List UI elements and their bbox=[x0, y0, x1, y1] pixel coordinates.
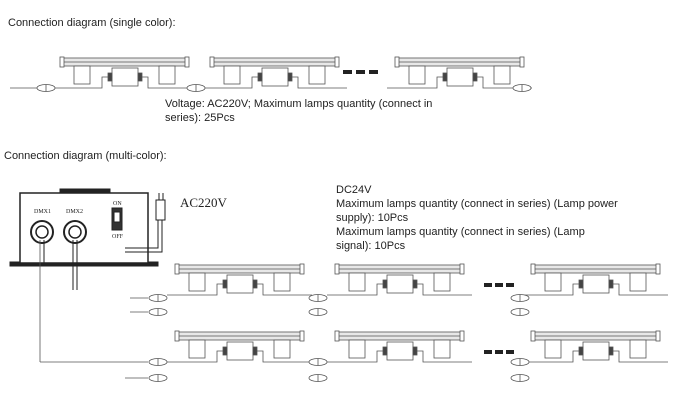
single-note-line2: series): 25Pcs bbox=[165, 112, 235, 124]
single-color-diagram bbox=[10, 56, 533, 92]
lamp bbox=[326, 263, 473, 296]
off-label: OFF bbox=[112, 234, 124, 240]
multi-color-heading: Connection diagram (multi-color): bbox=[4, 150, 167, 162]
multi-note-1: Maximum lamps quantity (connect in serie… bbox=[336, 198, 618, 210]
connector bbox=[186, 84, 206, 92]
dmx1-label: DMX1 bbox=[34, 209, 52, 215]
lamp bbox=[51, 56, 198, 89]
lamp bbox=[166, 263, 313, 296]
dmx2-label: DMX2 bbox=[66, 209, 84, 215]
lamp bbox=[166, 330, 313, 363]
lamp bbox=[326, 330, 473, 363]
single-color-heading: Connection diagram (single color): bbox=[8, 17, 176, 29]
continuation-dash bbox=[369, 70, 378, 74]
continuation-dash bbox=[356, 70, 365, 74]
single-note-line1: Voltage: AC220V; Maximum lamps quantity … bbox=[165, 98, 433, 110]
multi-note-4: signal): 10Pcs bbox=[336, 240, 406, 252]
continuation-dashes bbox=[484, 283, 514, 354]
dc-voltage: DC24V bbox=[336, 184, 372, 196]
lamp bbox=[522, 263, 669, 296]
continuation-dash bbox=[343, 70, 352, 74]
lamp bbox=[201, 56, 348, 89]
lamp bbox=[522, 330, 669, 363]
multi-color-diagram bbox=[40, 297, 148, 379]
multi-note-3: Maximum lamps quantity (connect in serie… bbox=[336, 226, 585, 238]
connector bbox=[512, 84, 532, 92]
ac-label: AC220V bbox=[180, 195, 227, 210]
multi-note-2: supply): 10Pcs bbox=[336, 212, 409, 224]
connector bbox=[36, 84, 56, 92]
lamp bbox=[386, 56, 533, 89]
dmx-controller bbox=[9, 188, 166, 362]
on-label: ON bbox=[113, 201, 122, 207]
